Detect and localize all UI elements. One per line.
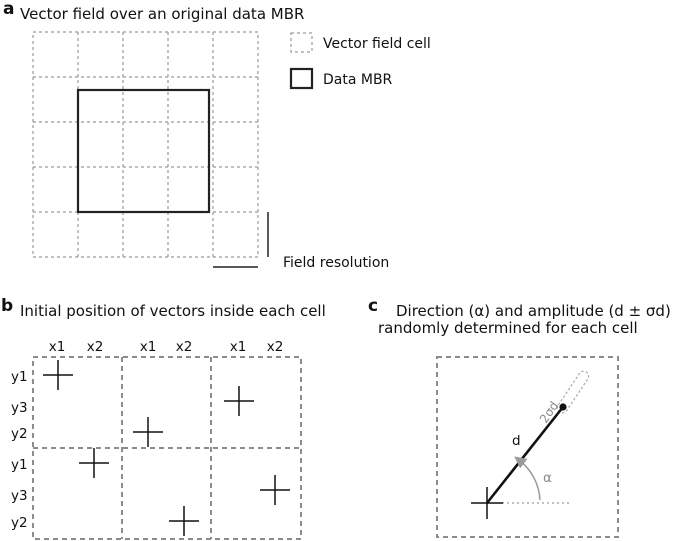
y-label: y1 (11, 457, 28, 473)
panel-a-letter: a (3, 0, 14, 19)
legend-cell-label: Vector field cell (323, 36, 431, 52)
panel-a-title: Vector field over an original data MBR (20, 5, 304, 23)
y-label: y1 (11, 369, 28, 385)
cell-box (436, 356, 619, 538)
amplitude-vector (485, 406, 565, 504)
panel-c-title-line1: Direction (α) and amplitude (d ± σd) (396, 302, 671, 320)
panel-b-letter: b (1, 296, 13, 316)
x-label: x2 (267, 339, 284, 355)
x-label: x2 (176, 339, 193, 355)
panel-c-title-line2: randomly determined for each cell (378, 319, 638, 337)
vector-cross (224, 386, 254, 416)
y-label: y3 (11, 488, 28, 504)
vector-cross (260, 475, 290, 505)
angle-arc (514, 456, 541, 501)
vector-start-cross (471, 487, 503, 519)
angle-label: α (543, 470, 552, 486)
panel-b-title: Initial position of vectors inside each … (20, 302, 326, 320)
vector-cross (169, 506, 199, 536)
data-mbr-rect (76, 88, 211, 214)
legend-mbr-swatch (289, 67, 314, 90)
x-label: x1 (140, 339, 157, 355)
legend-mbr-label: Data MBR (323, 72, 393, 88)
x-label: x1 (49, 339, 66, 355)
vector-cross (79, 448, 109, 478)
x-label: x1 (230, 339, 247, 355)
panel-b: b Initial position of vectors inside eac… (1, 296, 326, 540)
y-label: y2 (11, 426, 28, 442)
vector-tip (559, 403, 567, 411)
vector-cross (133, 417, 163, 447)
vector-field-grid (32, 31, 259, 258)
field-resolution-label: Field resolution (283, 255, 389, 271)
x-label: x2 (87, 339, 104, 355)
vector-cross (43, 360, 73, 390)
cell-grid (32, 356, 302, 540)
panel-c: c Direction (α) and amplitude (d ± σd) r… (368, 296, 671, 538)
y-label: y2 (11, 515, 28, 531)
amplitude-label: d (512, 433, 521, 449)
panel-a: a Vector field over an original data MBR… (3, 0, 431, 271)
panel-c-letter: c (368, 296, 378, 316)
legend-cell-swatch (290, 32, 313, 53)
y-label: y3 (11, 400, 28, 416)
sigma-range-outline (556, 370, 590, 414)
